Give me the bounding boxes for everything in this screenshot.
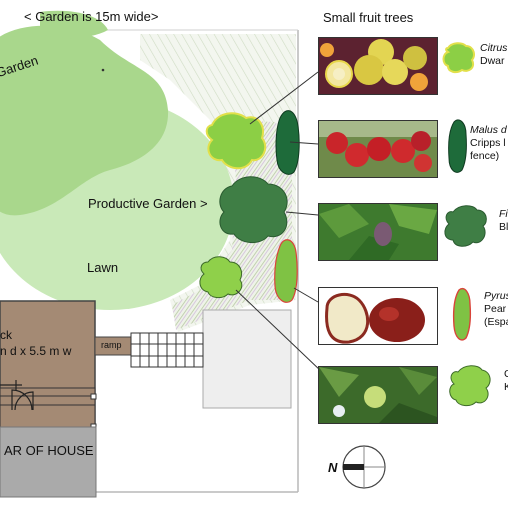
- lawn-label: Lawn: [87, 260, 119, 275]
- legend-entry-line3: (Espa: [484, 316, 508, 328]
- legend-entry-line1: Citrus: [480, 42, 508, 54]
- legend-entry-line2: Cripps l: [470, 137, 506, 149]
- legend-entry-fig: Fi Bl: [470, 208, 508, 234]
- legend-entry-apple: Malus d Cripps l fence): [470, 124, 507, 163]
- apple-legend-icon: [448, 119, 467, 173]
- legend-entry-line1: C: [504, 368, 508, 380]
- legend-entry-line2: K: [504, 381, 508, 393]
- compass: [342, 445, 386, 489]
- compass-north-label: N: [328, 460, 338, 475]
- legend-entry-citrus: Citrus Dwar: [470, 42, 507, 68]
- garden-top-edge: [40, 10, 108, 39]
- leader-line-citrus: [249, 71, 319, 125]
- lime-legend-icon: [449, 365, 491, 407]
- house: [0, 426, 97, 498]
- productive-garden-label: Productive Garden >: [88, 196, 208, 211]
- walkway-grid: [130, 332, 204, 368]
- fig-tree-plan: [219, 176, 288, 243]
- apple-photo: [318, 120, 438, 178]
- leader-line-fig: [285, 211, 319, 216]
- citrus-legend-icon: [442, 42, 475, 74]
- legend-entry-line3: fence): [470, 150, 500, 162]
- legend-entry-pear: Pyrus Pear (Espa: [470, 290, 508, 329]
- leader-line-apple: [289, 141, 319, 145]
- deck-steps: [0, 387, 96, 428]
- pear-espalier-plan: [274, 239, 298, 303]
- pear-legend-icon: [452, 287, 472, 341]
- garden-width-label: < Garden is 15m wide>: [24, 9, 159, 24]
- legend-entry-lime: C K: [470, 368, 508, 394]
- fig-photo: [318, 203, 438, 261]
- ramp-label: ramp: [101, 340, 122, 350]
- planting-bed-hatched: [172, 120, 292, 330]
- leader-line-lime: [235, 289, 323, 373]
- legend-entry-line2: Bl: [499, 221, 508, 233]
- fig-legend-icon: [444, 205, 487, 247]
- legend-entry-line1: Pyrus: [484, 290, 508, 302]
- house-label: AR OF HOUSE: [4, 443, 94, 458]
- deck-label-line1: ck: [0, 328, 12, 342]
- lime-photo: [318, 366, 438, 424]
- citrus-tree-plan: [205, 112, 267, 170]
- deck-label-line2: n d x 5.5 m w: [0, 344, 72, 358]
- legend-entry-line1: Malus d: [470, 124, 507, 136]
- lime-tree-plan: [199, 256, 243, 299]
- citrus-photo: [318, 37, 438, 95]
- productive-garden-area: [0, 25, 169, 216]
- legend-entry-line2: Pear: [484, 303, 507, 315]
- apple-espalier-plan: [275, 110, 300, 175]
- paving: [202, 309, 292, 409]
- legend-entry-line1: Fi: [499, 208, 508, 220]
- pear-photo: [318, 287, 438, 345]
- leader-line-pear: [293, 287, 319, 303]
- legend-entry-line2: Dwar: [480, 55, 505, 67]
- door-swing-left: [11, 389, 33, 411]
- legend-title: Small fruit trees: [323, 10, 414, 25]
